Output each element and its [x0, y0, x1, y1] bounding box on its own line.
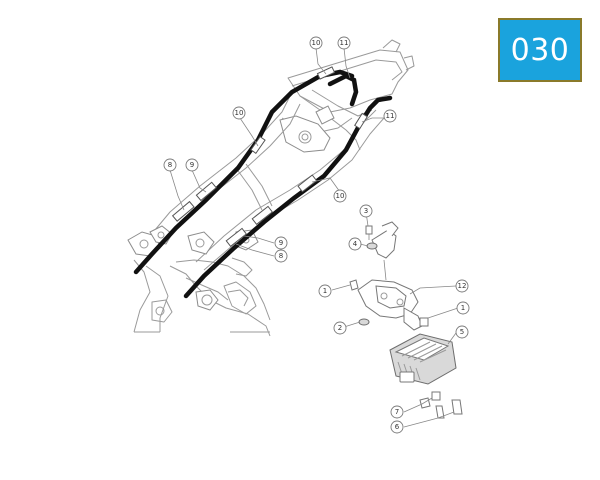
hose-upper-branch — [327, 73, 359, 107]
hose-sleeves — [171, 66, 368, 248]
leader-lines — [169, 47, 459, 428]
svg-text:10: 10 — [336, 192, 345, 200]
svg-text:8: 8 — [279, 252, 283, 260]
screw-1b — [419, 317, 429, 327]
mounting-plate — [357, 259, 423, 331]
svg-text:2: 2 — [338, 324, 342, 332]
svg-text:4: 4 — [353, 240, 358, 248]
callout-11-right: 11 — [383, 109, 397, 123]
callout-9-upper: 9 — [185, 158, 199, 172]
callout-10-upper: 10 — [309, 36, 323, 50]
callout-10-middle: 10 — [232, 106, 246, 120]
svg-text:9: 9 — [279, 239, 283, 247]
callout-12: 12 — [455, 279, 469, 293]
callout-1-left: 1 — [318, 284, 332, 298]
svg-text:11: 11 — [386, 112, 395, 120]
svg-text:1: 1 — [323, 287, 327, 295]
svg-text:3: 3 — [364, 207, 368, 215]
voltage-regulator — [389, 333, 457, 385]
callout-2: 2 — [333, 321, 347, 335]
svg-text:12: 12 — [458, 282, 467, 290]
callout-11-upper: 11 — [337, 36, 351, 50]
callout-10-lower: 10 — [333, 189, 347, 203]
callout-6: 6 — [390, 420, 404, 434]
callout-7: 7 — [390, 405, 404, 419]
callout-8-upper: 8 — [163, 158, 177, 172]
svg-text:7: 7 — [395, 408, 399, 416]
svg-text:10: 10 — [312, 39, 321, 47]
callout-3: 3 — [359, 204, 373, 218]
page-number-badge: 030 — [498, 18, 582, 82]
svg-text:9: 9 — [190, 161, 194, 169]
screw-3 — [365, 225, 373, 240]
callout-9-lower: 9 — [274, 236, 288, 250]
screws-6 — [435, 399, 463, 419]
screw-1a — [349, 279, 359, 291]
callout-1-right: 1 — [456, 301, 470, 315]
svg-text:11: 11 — [340, 39, 349, 47]
svg-text:10: 10 — [235, 109, 244, 117]
hose-right — [183, 95, 393, 299]
svg-text:1: 1 — [461, 304, 465, 312]
callout-8-lower: 8 — [274, 249, 288, 263]
bracket-upper — [371, 221, 399, 259]
svg-text:6: 6 — [395, 423, 400, 431]
svg-text:5: 5 — [460, 328, 464, 336]
svg-text:8: 8 — [168, 161, 172, 169]
nut-4 — [366, 242, 378, 250]
callout-4: 4 — [348, 237, 362, 251]
callout-5: 5 — [455, 325, 469, 339]
washer-2 — [358, 318, 370, 326]
